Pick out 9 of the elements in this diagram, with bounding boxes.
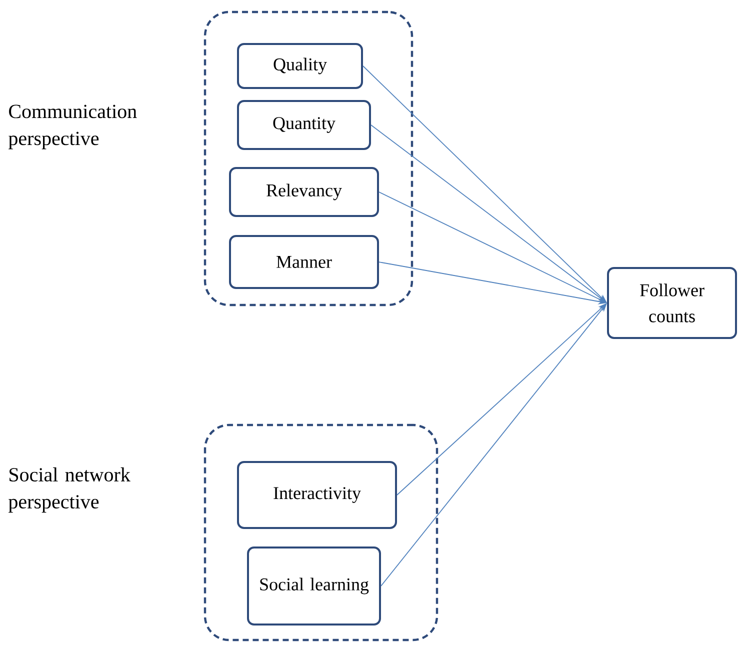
variable-box: Quality — [237, 43, 363, 89]
variable-box: Interactivity — [237, 461, 397, 529]
group-heading: Communication perspective — [8, 104, 137, 150]
variable-box: Manner — [229, 235, 379, 289]
variable-box: Follower counts — [607, 267, 737, 339]
group-heading: Social network perspective — [8, 467, 130, 513]
variable-box: Relevancy — [229, 167, 379, 217]
variable-box: Social learning — [247, 546, 381, 626]
variable-box: Quantity — [237, 100, 371, 150]
